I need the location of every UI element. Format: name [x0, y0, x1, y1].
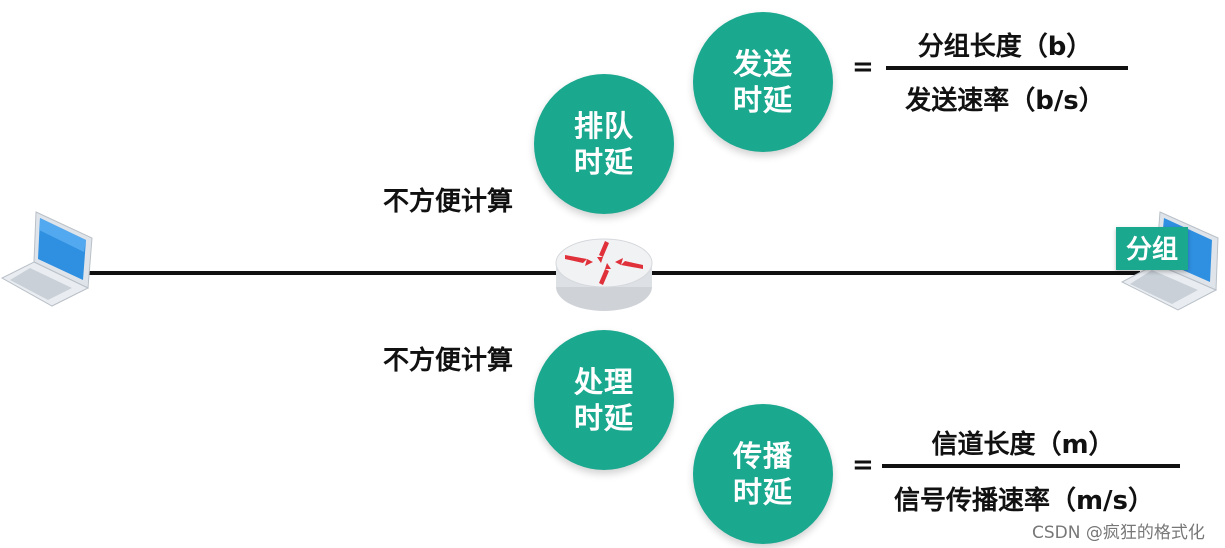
propagation-denominator: 信号传播速率（m/s）: [884, 480, 1164, 517]
transmission-delay-circle: 发送 时延: [693, 12, 833, 152]
queuing-delay-circle: 排队 时延: [534, 74, 674, 214]
processing-delay-circle: 处理 时延: [534, 330, 674, 470]
network-link-right: [640, 271, 1140, 275]
network-link-left: [82, 271, 572, 275]
propagation-numerator: 信道长度（m）: [918, 424, 1128, 461]
queuing-note: 不方便计算: [383, 181, 513, 218]
propagation-equals: =: [852, 450, 874, 480]
queuing-delay-label: 排队 时延: [574, 108, 634, 180]
propagation-delay-circle: 传播 时延: [693, 404, 833, 544]
processing-note: 不方便计算: [383, 340, 513, 377]
router-icon: [553, 235, 655, 315]
transmission-fraction-bar: [886, 66, 1128, 70]
transmission-denominator: 发送速率（b/s）: [892, 80, 1118, 117]
transmission-delay-label: 发送 时延: [733, 46, 793, 118]
propagation-delay-label: 传播 时延: [733, 438, 793, 510]
laptop-icon: [0, 208, 96, 308]
packet-label: 分组: [1116, 227, 1188, 270]
transmission-numerator: 分组长度（b）: [900, 26, 1110, 63]
transmission-equals: =: [852, 52, 874, 82]
propagation-fraction-bar: [882, 464, 1180, 468]
watermark: CSDN @疯狂的格式化: [1032, 518, 1205, 543]
processing-delay-label: 处理 时延: [574, 364, 634, 436]
